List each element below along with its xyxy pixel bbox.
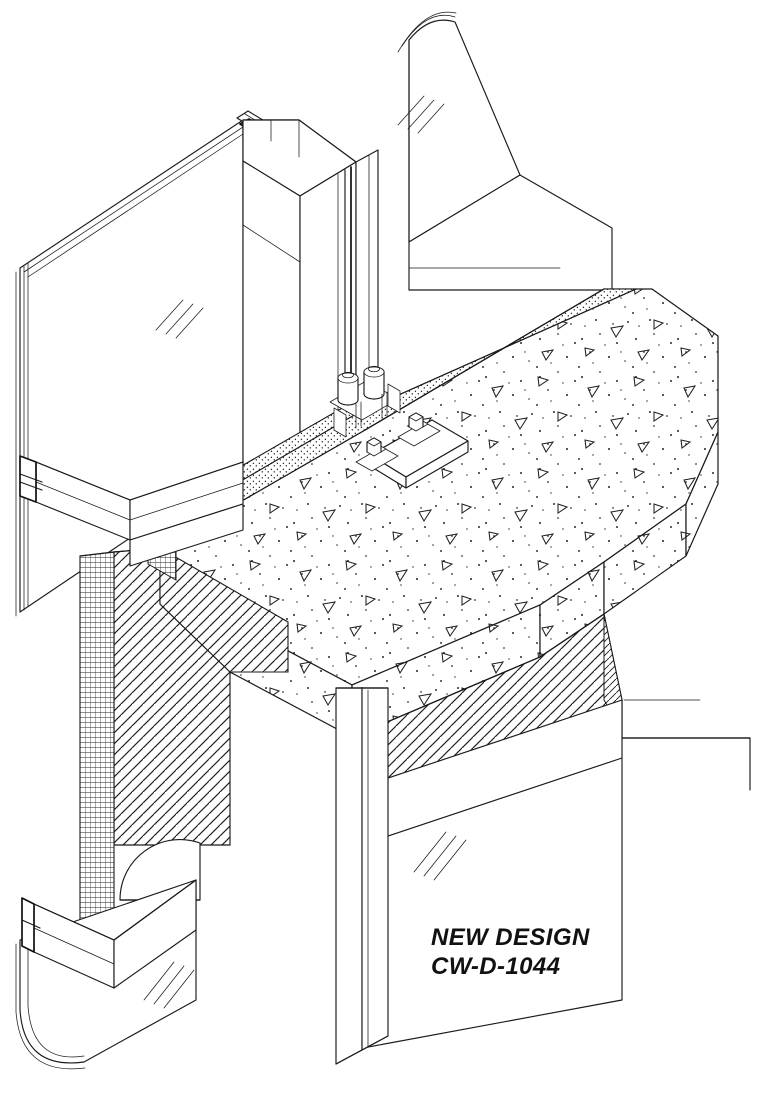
glazing-hatch-mark-upper xyxy=(155,299,204,339)
anchor-stud-right xyxy=(363,365,385,400)
glazing-hatch-mark-lower xyxy=(143,961,195,1009)
safing-insulation-left xyxy=(113,547,289,901)
vision-glass-panel-upper-right xyxy=(397,11,521,243)
slab-face-right-far xyxy=(685,431,719,557)
label-detail-code: CW-D-1044 xyxy=(431,953,561,980)
vertical-mullion-lower xyxy=(335,687,389,1065)
sill-box-left xyxy=(21,879,197,989)
transom-pressure-plate xyxy=(19,455,43,503)
anchor-bolt-2 xyxy=(355,437,399,472)
glazing-hatch-mark-upper-right xyxy=(397,95,445,134)
ceiling-return xyxy=(129,503,244,567)
sill-bracket xyxy=(21,897,41,953)
anchor-bolt-1 xyxy=(397,412,441,447)
mullion-anchor-assembly xyxy=(329,365,401,438)
steel-embed-anchor-plate xyxy=(355,412,469,489)
anchor-stud-left xyxy=(337,371,359,406)
label-new-design: NEW DESIGN xyxy=(431,924,590,951)
glazing-hatch-mark-spandrel xyxy=(413,831,467,881)
head-soffit-plane xyxy=(408,174,613,291)
